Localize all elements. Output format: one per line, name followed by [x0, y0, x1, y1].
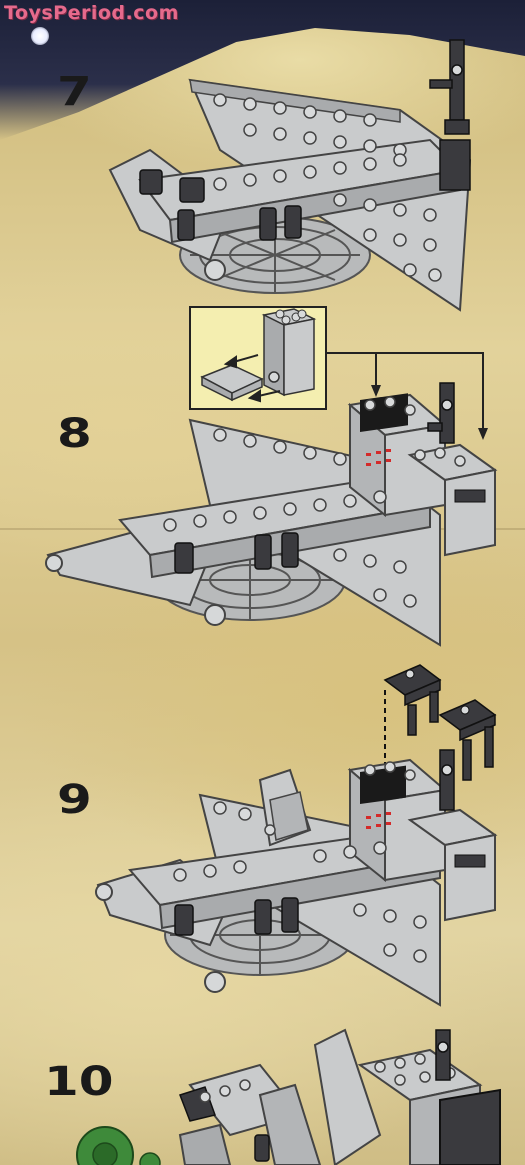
step-number-7: 7 — [57, 69, 92, 115]
step-7-model — [100, 30, 500, 312]
step-8-model — [40, 375, 510, 655]
step-number-10: 10 — [44, 1059, 114, 1105]
step-number-8: 8 — [57, 411, 92, 457]
step-number-9: 9 — [57, 777, 92, 823]
step-8-callout — [188, 305, 488, 440]
moon — [31, 27, 49, 45]
step-9-model — [90, 720, 510, 1020]
watermark-logo: ToysPeriod.com — [4, 2, 179, 24]
step-10-model — [76, 1025, 520, 1165]
step-9-parts — [380, 660, 510, 800]
